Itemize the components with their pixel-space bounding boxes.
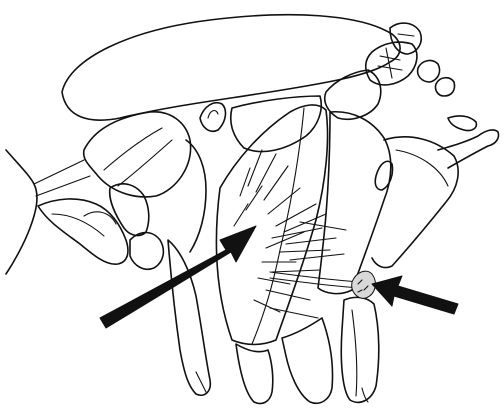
- foreleg-detail: [52, 212, 116, 236]
- hind-wing-base: [366, 42, 417, 85]
- hind-wing-detail: [378, 48, 402, 78]
- tegula: [390, 23, 421, 54]
- leg-joint-left: [130, 233, 163, 270]
- nodule-1: [418, 61, 440, 82]
- dorsal-plate: [62, 15, 400, 120]
- band-line: [270, 272, 360, 282]
- mesopleuron-upper: [231, 96, 321, 152]
- mid-leg: [236, 344, 273, 404]
- small-spot: [352, 271, 376, 298]
- pointer-arrow-left: [100, 226, 256, 328]
- hind-coxa: [282, 318, 333, 403]
- midcoxa-tip: [196, 372, 206, 392]
- spiracle-inner: [208, 111, 218, 118]
- foreleg-segment: [38, 199, 128, 264]
- trochanter: [110, 184, 149, 236]
- forecoxa: [84, 112, 191, 197]
- hind-leg: [341, 297, 379, 402]
- propodeal-edge: [396, 150, 448, 186]
- nodule-2: [435, 78, 454, 96]
- appendage: [448, 116, 476, 131]
- spiracle-left: [200, 103, 225, 131]
- propodeum: [372, 137, 458, 268]
- left-body-outline: [6, 150, 37, 274]
- forecoxa-inner: [104, 128, 172, 186]
- tegula-inner: [398, 34, 414, 44]
- bristle-plate-edge: [252, 108, 304, 344]
- left-neck-line: [34, 160, 90, 196]
- pointer-arrow-right: [372, 276, 458, 314]
- hind-leg-detail: [352, 310, 368, 402]
- petiole: [438, 130, 499, 168]
